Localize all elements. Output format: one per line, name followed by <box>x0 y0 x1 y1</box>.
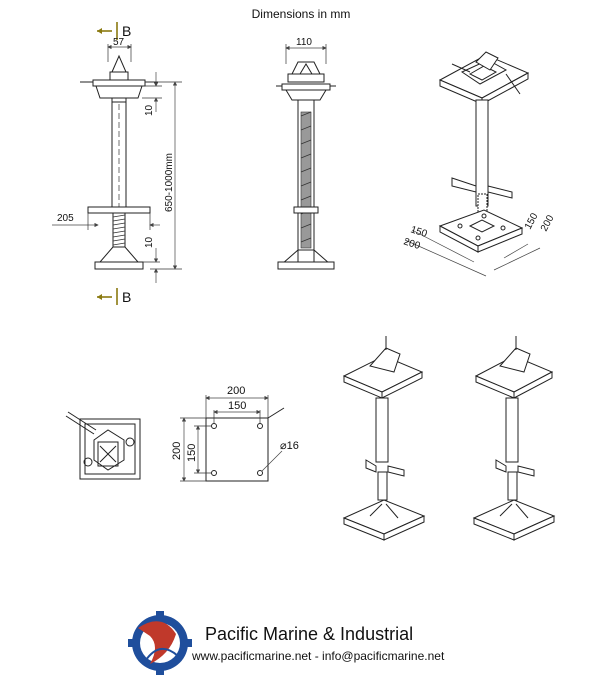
head-top-view <box>65 411 141 480</box>
isometric-view-top: 150 200 150 200 <box>402 51 557 277</box>
front-view: B B 57 10 650-1000mm <box>52 22 182 305</box>
dim-iso-outer-a: 200 <box>402 236 422 252</box>
isometric-view-left <box>342 336 426 541</box>
dim-iso-inner-a: 150 <box>409 224 429 240</box>
section-arrow-bottom <box>97 288 118 305</box>
section-label-bottom: B <box>122 289 131 305</box>
dim-collar-height: 10 <box>144 104 155 116</box>
dim-plate-hole-spacing-y: 150 <box>186 444 198 462</box>
dim-head-width: 110 <box>296 37 312 48</box>
dim-hole-diameter: ⌀16 <box>280 440 299 452</box>
section-hatch <box>300 111 312 249</box>
dim-height-range: 650-1000mm <box>164 153 175 212</box>
dim-iso-outer-b: 200 <box>539 213 557 233</box>
dim-plate-hole-spacing-x: 150 <box>228 400 246 412</box>
company-contact: www.pacificmarine.net - info@pacificmari… <box>192 649 445 663</box>
dim-plate-height: 200 <box>171 442 183 460</box>
dim-top-width: 57 <box>113 37 125 48</box>
dim-foot-height: 10 <box>144 236 155 248</box>
company-name: Pacific Marine & Industrial <box>205 624 414 644</box>
dim-handle-width: 205 <box>57 213 74 224</box>
base-plate-view: 200 150 200 150 ⌀16 <box>171 385 299 482</box>
isometric-view-right <box>472 336 556 541</box>
section-view: 110 <box>276 37 336 270</box>
section-arrow-top <box>97 22 118 40</box>
dim-plate-width: 200 <box>227 385 245 397</box>
pacific-marine-logo-icon <box>128 611 192 675</box>
section-label-top: B <box>122 23 131 39</box>
page-title: Dimensions in mm <box>251 7 351 21</box>
